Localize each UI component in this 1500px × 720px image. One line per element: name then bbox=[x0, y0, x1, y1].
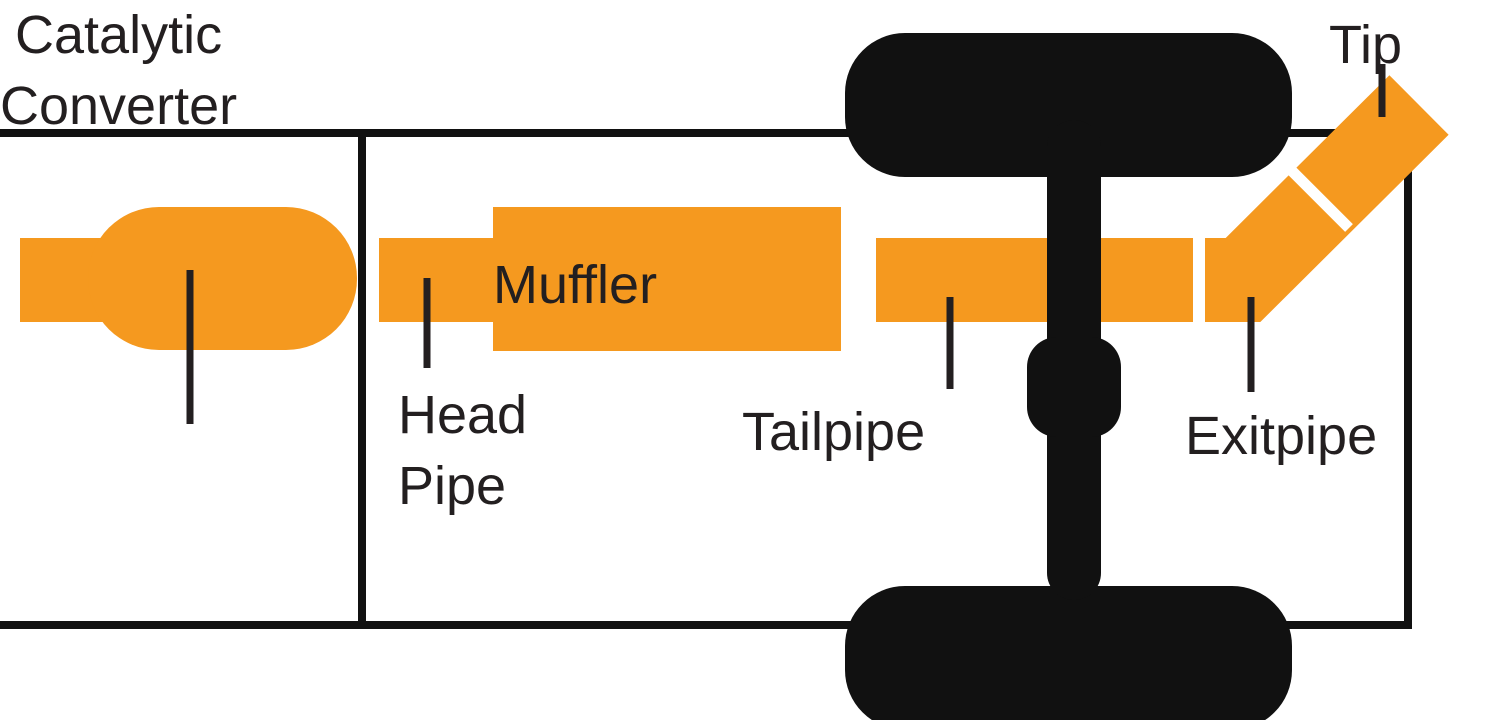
head-pipe-shape bbox=[379, 238, 493, 322]
exitpipe-label: Exitpipe bbox=[1185, 406, 1378, 466]
catalytic-converter-shape bbox=[88, 207, 357, 350]
catalytic-converter-label: Catalytic Converter bbox=[0, 0, 237, 143]
head-pipe-label-line2: Pipe bbox=[398, 456, 507, 517]
muffler-shape bbox=[493, 207, 841, 351]
tailpipe-shape bbox=[876, 238, 1193, 322]
muffler-label: Muffler bbox=[493, 255, 658, 315]
head-pipe-label-line1: Head bbox=[398, 385, 528, 445]
differential-shape bbox=[1027, 337, 1121, 437]
catalytic-converter-label-line2: Converter bbox=[0, 76, 238, 137]
tip-label: Tip bbox=[1329, 15, 1403, 75]
tailpipe-label: Tailpipe bbox=[742, 402, 926, 462]
bottom-wheel-shape bbox=[845, 586, 1292, 720]
tip-separator-gap bbox=[1277, 156, 1353, 232]
exitpipe-tip-shape bbox=[1205, 75, 1449, 322]
top-wheel-shape bbox=[845, 33, 1292, 177]
catalytic-converter-label-line1: Catalytic bbox=[15, 5, 223, 65]
head-pipe-label: Head Pipe bbox=[398, 380, 527, 523]
